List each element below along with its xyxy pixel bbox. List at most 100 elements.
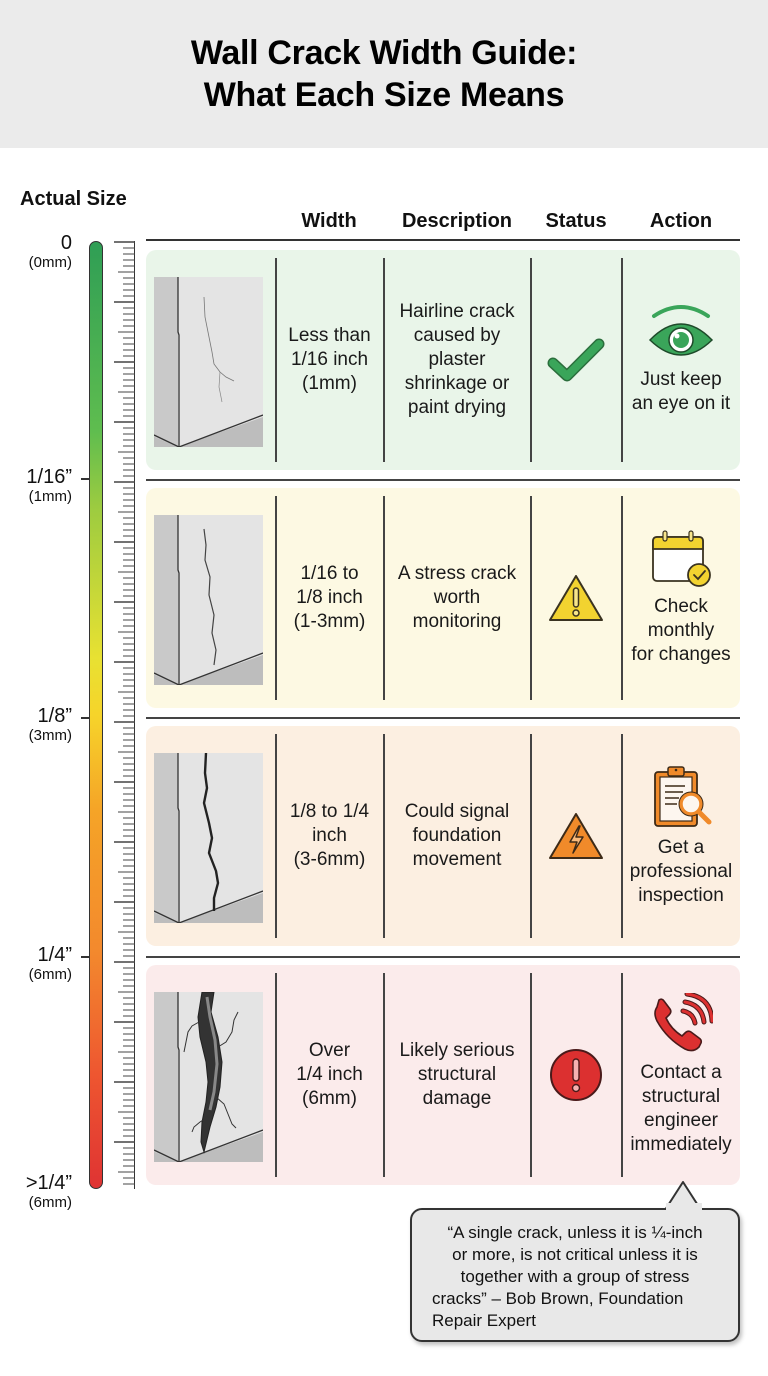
status-cell xyxy=(531,488,621,708)
row-separator xyxy=(146,479,740,481)
action-text: structural xyxy=(641,1086,721,1107)
description-text: foundation xyxy=(412,825,502,846)
table-row-hairline: Less than 1/16 inch (1mm) Hairline crack… xyxy=(146,250,740,470)
scale-label-1-8: 1/8” (3mm) xyxy=(29,705,72,745)
column-header-status: Status xyxy=(545,210,607,232)
column-divider xyxy=(383,496,385,700)
description-text: paint drying xyxy=(407,397,507,418)
description-text: damage xyxy=(422,1088,492,1109)
action-cell: Check monthly for changes xyxy=(622,488,740,708)
width-text: Over xyxy=(308,1040,351,1061)
action-cell: Contact a structural engineer immediatel… xyxy=(622,965,740,1185)
action-text: Contact a xyxy=(640,1062,722,1083)
row-separator xyxy=(146,717,740,719)
quote-text: “A single crack, unless it is ¼-inch or … xyxy=(426,1222,724,1288)
scale-label-0: 0 (0mm) xyxy=(29,232,72,272)
action-text: for changes xyxy=(631,644,731,665)
description-text: Could signal xyxy=(404,801,510,822)
quote-attribution: cracks” – Bob Brown, Foundation Repair E… xyxy=(426,1288,724,1332)
action-text: an eye on it xyxy=(631,393,731,414)
column-header-action: Action xyxy=(649,210,713,232)
scale-inch-label: 0 xyxy=(60,232,72,254)
scale-tick xyxy=(81,956,89,958)
column-divider xyxy=(275,258,277,462)
scale-tick xyxy=(81,478,89,480)
description-text: monitoring xyxy=(412,611,502,632)
width-cell: 1/16 to 1/8 inch (1-3mm) xyxy=(276,488,383,708)
scale-mm-label: (6mm) xyxy=(28,966,72,983)
action-text: Check xyxy=(654,596,708,617)
table-row-severe: Over 1/4 inch (6mm) Likely serious struc… xyxy=(146,965,740,1185)
width-text: 1/8 inch xyxy=(296,587,363,608)
description-text: Hairline crack xyxy=(399,301,515,322)
width-text: 1/8 to 1/4 xyxy=(289,801,370,822)
title-banner: Wall Crack Width Guide: What Each Size M… xyxy=(0,0,768,148)
wide-crack-image xyxy=(154,753,263,923)
width-text: (1mm) xyxy=(302,373,357,394)
action-cell: Get a professional inspection xyxy=(622,726,740,946)
exclamation-circle-icon xyxy=(550,1049,602,1101)
scale-inch-label: 1/4” xyxy=(37,944,72,966)
width-text: 1/16 inch xyxy=(290,349,369,370)
action-cell: Just keep an eye on it xyxy=(622,250,740,470)
width-text: (3-6mm) xyxy=(293,849,366,870)
eye-icon xyxy=(648,305,714,356)
width-text: 1/4 inch xyxy=(296,1064,363,1085)
width-cell: 1/8 to 1/4 inch (3-6mm) xyxy=(276,726,383,946)
status-cell xyxy=(531,726,621,946)
description-cell: A stress crack worth monitoring xyxy=(384,488,530,708)
column-divider xyxy=(621,734,623,938)
scale-mm-label: (3mm) xyxy=(28,727,72,744)
scale-mm-label: (6mm) xyxy=(28,1194,72,1211)
column-divider xyxy=(383,734,385,938)
hairline-crack-image xyxy=(154,277,263,447)
description-text: movement xyxy=(412,849,502,870)
action-text: Just keep xyxy=(640,369,722,390)
quote-line: “A single crack, unless it is ¼-inch xyxy=(447,1223,703,1242)
column-divider xyxy=(530,973,532,1177)
table-header: Width Description Status Action xyxy=(146,205,740,241)
stress-crack-image xyxy=(154,515,263,685)
warning-icon xyxy=(549,575,603,621)
action-text: professional xyxy=(629,861,733,882)
description-text: shrinkage or xyxy=(404,373,510,394)
description-cell: Could signal foundation movement xyxy=(384,726,530,946)
calendar-check-icon xyxy=(652,530,711,587)
status-cell xyxy=(531,250,621,470)
title-line-1: Wall Crack Width Guide: xyxy=(190,34,578,72)
action-text: engineer xyxy=(644,1110,718,1131)
column-divider xyxy=(275,496,277,700)
scale-label-over-1-4: >1/4” (6mm) xyxy=(26,1172,72,1212)
scale-label-1-4: 1/4” (6mm) xyxy=(29,944,72,984)
severity-gradient-bar xyxy=(89,241,103,1189)
column-divider xyxy=(383,258,385,462)
description-cell: Hairline crack caused by plaster shrinka… xyxy=(384,250,530,470)
scale-inch-label: 1/8” xyxy=(37,705,72,727)
width-cell: Less than 1/16 inch (1mm) xyxy=(276,250,383,470)
ruler xyxy=(114,241,135,1189)
scale-inch-label: 1/16” xyxy=(26,466,72,488)
column-divider xyxy=(530,496,532,700)
width-text: Less than xyxy=(288,325,371,346)
column-divider xyxy=(621,258,623,462)
description-text: A stress crack xyxy=(397,563,517,584)
page-title: Wall Crack Width Guide: What Each Size M… xyxy=(190,32,578,116)
quote-line: Repair Expert xyxy=(432,1311,536,1330)
quote-line: cracks” – Bob Brown, Foundation xyxy=(432,1289,684,1308)
scale-label-1-16: 1/16” (1mm) xyxy=(26,466,72,506)
description-text: plaster xyxy=(428,349,486,370)
checkmark-icon xyxy=(547,338,605,382)
ruler-ticks xyxy=(114,241,135,1185)
column-divider xyxy=(530,734,532,938)
severe-crack-image xyxy=(154,992,263,1162)
action-text: inspection xyxy=(638,885,724,906)
width-text: 1/16 to xyxy=(300,563,359,584)
column-divider xyxy=(383,973,385,1177)
clipboard-search-icon xyxy=(654,766,712,827)
scale-tick xyxy=(81,717,89,719)
phone-ringing-icon xyxy=(654,993,713,1052)
column-divider xyxy=(621,496,623,700)
column-header-description: Description xyxy=(401,210,513,232)
width-cell: Over 1/4 inch (6mm) xyxy=(276,965,383,1185)
width-text: inch xyxy=(312,825,347,846)
